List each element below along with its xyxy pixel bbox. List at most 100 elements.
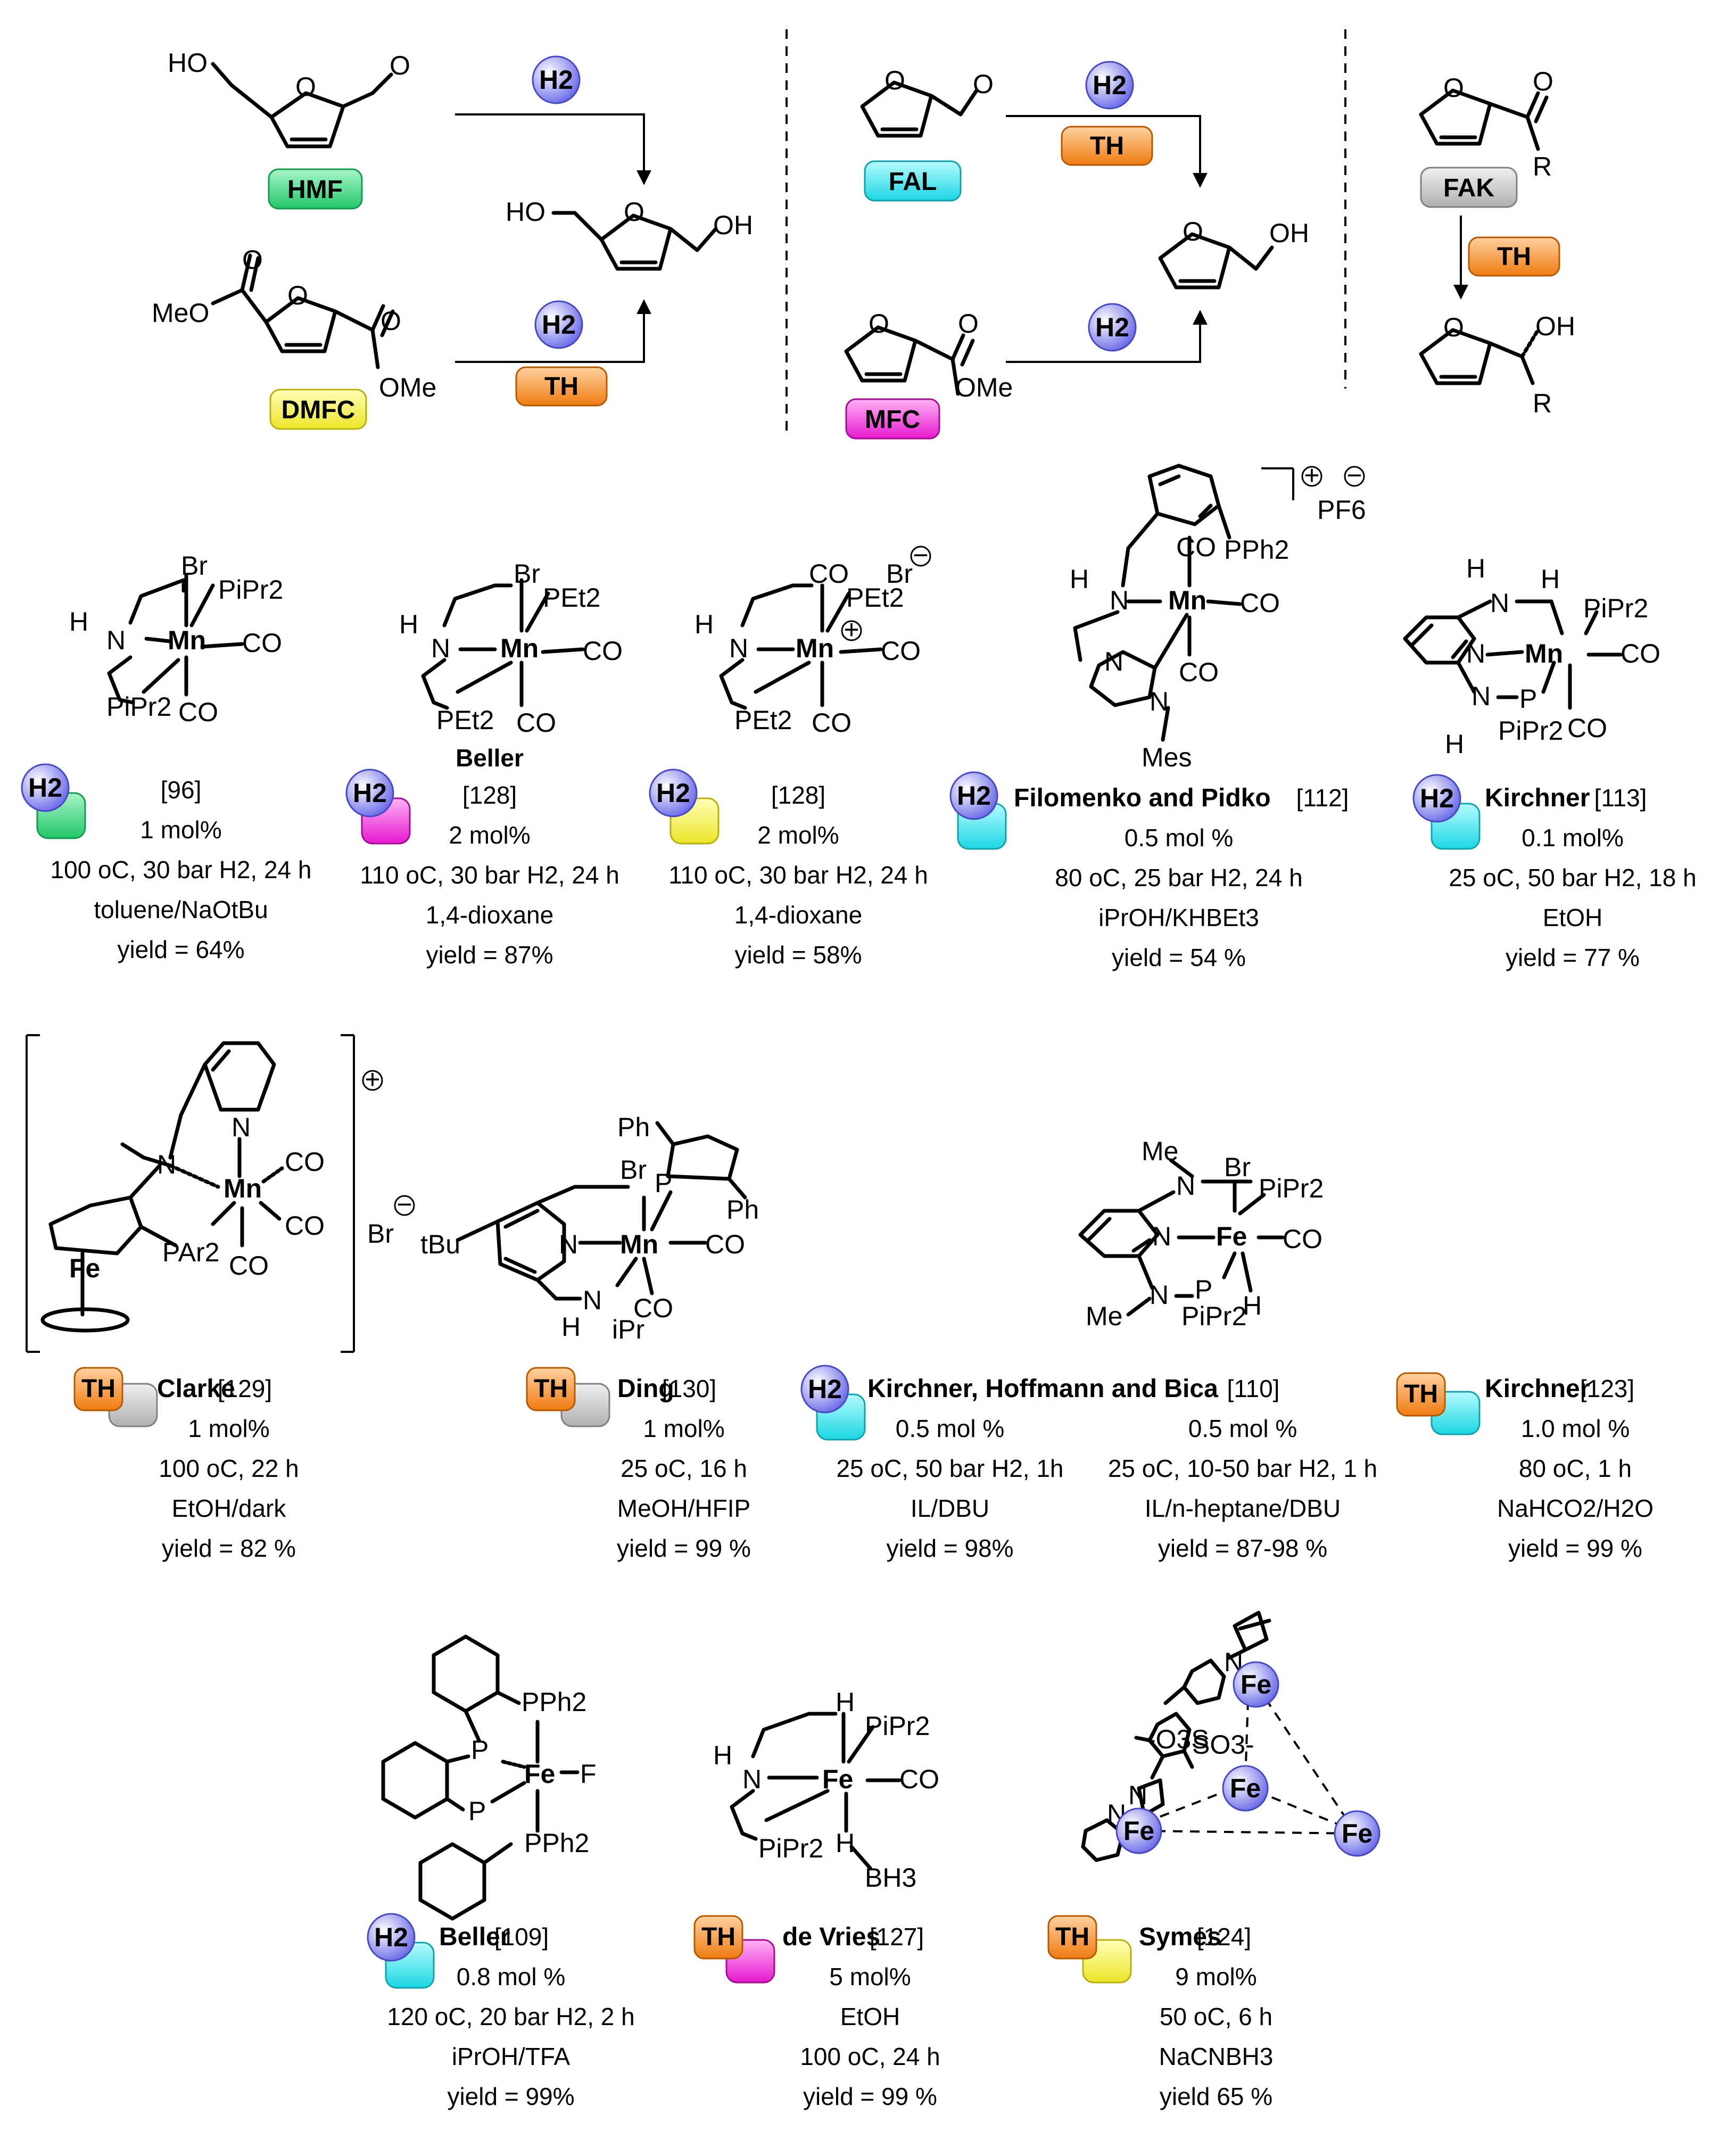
svg-text:yield = 87-98 %: yield = 87-98 % [1158, 1534, 1327, 1562]
arrow-dmfc-to-bhmf [455, 299, 651, 363]
svg-text:[128]: [128] [462, 781, 517, 809]
svg-text:F: F [580, 1759, 597, 1789]
svg-text:Fe: Fe [1241, 1670, 1271, 1699]
svg-text:Br: Br [1224, 1152, 1251, 1182]
th-badge: TH [526, 1367, 610, 1427]
svg-text:[109]: [109] [494, 1923, 549, 1951]
svg-text:CO: CO [881, 636, 921, 666]
svg-text:R: R [1533, 152, 1552, 181]
svg-text:100 oC, 30 bar H2, 24 h: 100 oC, 30 bar H2, 24 h [51, 856, 312, 883]
svg-text:Ding: Ding [617, 1375, 674, 1403]
svg-text:O: O [1443, 312, 1464, 342]
svg-text:+: + [365, 1064, 380, 1094]
svg-text:P: P [471, 1735, 489, 1765]
svg-text:CO: CO [633, 1293, 673, 1323]
svg-text:H2: H2 [353, 778, 387, 808]
svg-text:Fe: Fe [822, 1764, 853, 1794]
svg-text:Kirchner: Kirchner [1485, 1375, 1590, 1403]
svg-text:TH: TH [1090, 132, 1124, 160]
svg-text:80 oC, 25 bar H2, 24 h: 80 oC, 25 bar H2, 24 h [1055, 864, 1302, 891]
hmf-badge: HMF [268, 168, 363, 210]
svg-text:CO: CO [1176, 532, 1216, 562]
svg-text:N: N [1176, 1171, 1195, 1201]
svg-text:H: H [1070, 564, 1089, 594]
svg-text:Filomenko and Pidko: Filomenko and Pidko [1014, 784, 1271, 812]
catalyst-8-info: H2 Kirchner, Hoffmann and Bica [110] 0.5… [800, 1365, 1377, 1562]
svg-text:N: N [157, 1150, 176, 1179]
th-badge: TH [693, 1915, 775, 1984]
svg-text:Mn: Mn [1168, 585, 1206, 615]
svg-text:BH3: BH3 [865, 1863, 916, 1893]
svg-text:P: P [1195, 1275, 1212, 1304]
svg-text:TH: TH [1497, 243, 1531, 271]
svg-text:tBu: tBu [420, 1229, 460, 1259]
svg-text:CO: CO [1283, 1224, 1322, 1254]
catalyst-9-info: TH Kirchner [123] 1.0 mol % 80 oC, 1 h N… [1396, 1372, 1654, 1562]
svg-text:H2: H2 [374, 1922, 408, 1952]
svg-text:O: O [390, 51, 410, 80]
svg-text:EtOH/dark: EtOH/dark [172, 1494, 287, 1522]
furfuryl-alcohol-molecule: O OH [1158, 217, 1309, 290]
svg-text:PAr2: PAr2 [162, 1237, 219, 1267]
svg-text:N: N [1152, 1221, 1171, 1251]
svg-text:H: H [399, 609, 418, 639]
svg-text:OH: OH [1269, 218, 1309, 248]
svg-text:N: N [431, 633, 450, 663]
svg-text:H2: H2 [957, 781, 991, 811]
svg-text:H: H [713, 1740, 732, 1770]
svg-text:iPrOH/KHBEt3: iPrOH/KHBEt3 [1098, 904, 1259, 931]
svg-text:H2: H2 [808, 1374, 842, 1404]
catalyst-2-info: Beller H2 [128] 2 mol% 110 oC, 30 bar H2… [345, 744, 619, 969]
svg-text:H: H [1243, 1291, 1262, 1320]
svg-text:PiPr2: PiPr2 [1259, 1174, 1324, 1203]
svg-text:yield = 98%: yield = 98% [886, 1534, 1013, 1562]
svg-text:PEt2: PEt2 [734, 705, 792, 735]
catalyst-3-info: H2 [128] 2 mol% 110 oC, 30 bar H2, 24 h … [649, 769, 928, 969]
svg-text:H: H [695, 609, 714, 639]
svg-text:Beller: Beller [456, 744, 524, 772]
svg-text:−: − [396, 1190, 412, 1219]
arrow-mfc-to-fa [1006, 310, 1208, 363]
svg-text:N: N [1472, 681, 1491, 711]
catalyst-7-structure: Br Ph P Ph tBu N Mn CO N H iPr CO [420, 1112, 759, 1344]
svg-text:CO: CO [705, 1229, 745, 1259]
svg-text:N: N [232, 1112, 251, 1142]
svg-text:PPh2: PPh2 [522, 1687, 586, 1717]
svg-text:yield = 82 %: yield = 82 % [162, 1534, 296, 1562]
svg-text:CO: CO [1240, 588, 1280, 618]
svg-text:TH: TH [534, 1375, 568, 1403]
svg-text:Br: Br [181, 551, 208, 581]
catalyst-5-info: H2 Kirchner [113] 0.1 mol% 25 oC, 50 bar… [1412, 774, 1697, 971]
svg-text:Me: Me [1086, 1301, 1122, 1331]
svg-text:CO: CO [516, 708, 556, 738]
svg-text:1 mol%: 1 mol% [643, 1415, 724, 1442]
arrow-fal-to-fa [1006, 115, 1208, 188]
mfc-badge: MFC [845, 398, 940, 440]
svg-text:N: N [559, 1229, 578, 1259]
svg-text:PF6: PF6 [1317, 495, 1366, 525]
fe-atom-middle: Fe [1222, 1765, 1269, 1812]
svg-text:H: H [561, 1312, 581, 1342]
svg-text:1,4-dioxane: 1,4-dioxane [426, 901, 553, 929]
svg-text:H2: H2 [1093, 70, 1127, 100]
svg-text:H: H [1445, 729, 1464, 759]
mfc-molecule: O O OMe [844, 309, 1013, 402]
svg-text:yield = 64%: yield = 64% [117, 936, 244, 963]
hmf-molecule: HO O O [168, 48, 410, 148]
svg-text:NaHCO2/H2O: NaHCO2/H2O [1497, 1494, 1654, 1522]
svg-text:1 mol%: 1 mol% [188, 1415, 269, 1442]
svg-text:N: N [1490, 588, 1509, 618]
svg-text:O: O [295, 72, 316, 102]
svg-text:5 mol%: 5 mol% [829, 1963, 911, 1990]
svg-text:H2: H2 [539, 65, 573, 95]
svg-text:PEt2: PEt2 [436, 705, 494, 735]
svg-text:N: N [1110, 585, 1129, 615]
svg-text:PiPr2: PiPr2 [1181, 1301, 1246, 1331]
catalyst-1-structure: H N Mn Br PiPr2 CO CO PiPr2 [69, 551, 283, 727]
catalyst-8-structure: Me N Br PiPr2 N Fe CO N P Me PiPr2 H [1078, 1136, 1324, 1331]
svg-text:Ph: Ph [617, 1112, 650, 1142]
fal-badge: FAL [864, 160, 962, 202]
svg-text:Mn: Mn [620, 1229, 658, 1259]
svg-text:O: O [242, 245, 263, 275]
catalyst-4-info: H2 Filomenko and Pidko [112] 0.5 mol % 8… [949, 771, 1349, 971]
